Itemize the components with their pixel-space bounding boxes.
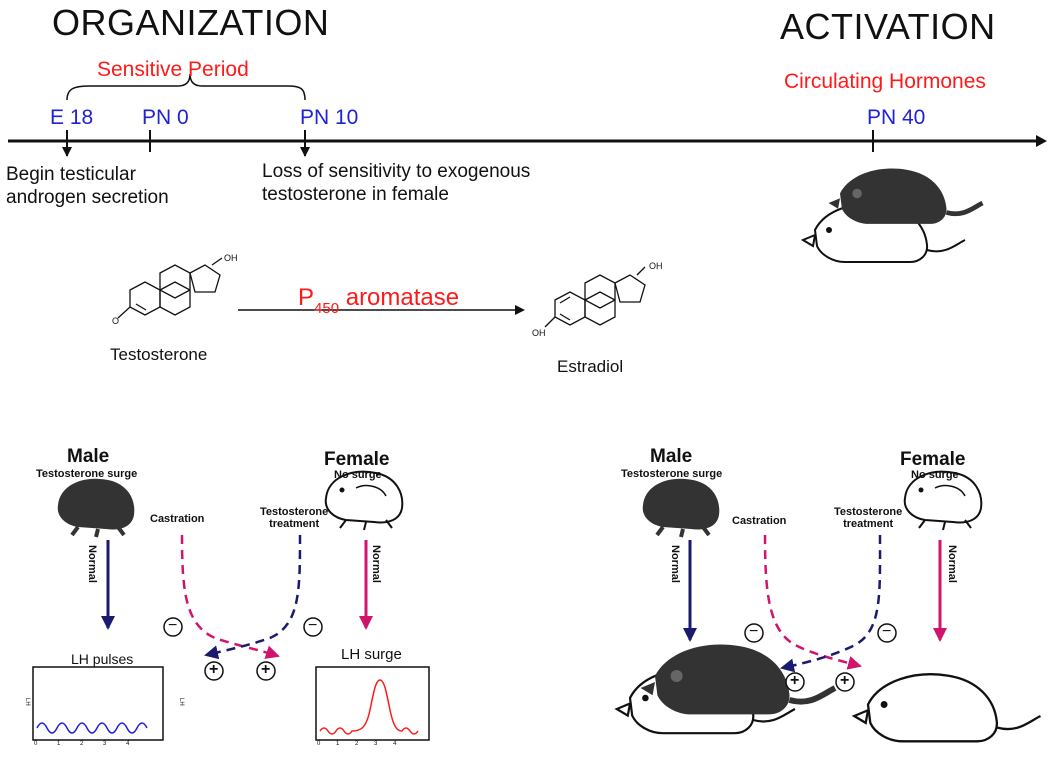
treatment-label-line2: treatment [269, 518, 320, 530]
tick-label-e18: E 18 [50, 106, 94, 129]
male-normal-label-right: Normal [669, 545, 681, 583]
male-label-right: Male [650, 446, 693, 467]
female-rat-right-icon [853, 673, 1042, 743]
testosterone-o: O [112, 316, 120, 326]
tick-0: 0 [34, 741, 38, 747]
lh-surge-graph-frame [315, 666, 430, 741]
female-label-right: Female [900, 449, 966, 470]
treatment-label-line1: Testosterone [260, 506, 329, 518]
plus-left-right: + [790, 672, 800, 689]
male-label: Male [67, 446, 110, 467]
minus-treatment: − [308, 617, 318, 634]
female-label: Female [324, 449, 390, 470]
treatment-path [204, 534, 302, 660]
plus-left: + [209, 661, 219, 678]
treatment-path-right [780, 534, 882, 673]
male-sub-label: Testosterone surge [36, 468, 138, 480]
tick-4: 4 [393, 741, 397, 747]
e18-note-line1: Begin testicular [6, 164, 136, 185]
lh-pulses-line [36, 722, 148, 734]
lh-axis-left: LH [24, 698, 30, 706]
reaction-arrowhead [515, 305, 525, 315]
sensitive-period-label: Sensitive Period [97, 58, 249, 81]
tick-1: 1 [57, 741, 61, 747]
estradiol-structure [544, 266, 646, 328]
organization-heading: ORGANIZATION [52, 2, 330, 43]
lh-pulses-graph-frame [32, 666, 164, 741]
tick-0: 0 [317, 741, 321, 747]
tick-label-pn0: PN 0 [142, 106, 189, 129]
estradiol-label: Estradiol [557, 357, 624, 376]
testosterone-structure [117, 257, 223, 319]
female-normal-label-right: Normal [946, 545, 958, 583]
enzyme-p: P [298, 284, 315, 311]
sensitive-period-brace [66, 73, 306, 101]
lh-pulses-title: LH pulses [71, 651, 134, 667]
enzyme-subscript: 450 [314, 300, 340, 317]
minus-castration: − [168, 617, 178, 634]
female-sub-label: No surge [334, 469, 382, 481]
male-rat-left-icon [641, 644, 835, 714]
estradiol-oh-top: OH [649, 261, 663, 271]
tick-1: 1 [336, 741, 340, 747]
lh-surge-line [319, 679, 419, 735]
lh-surge-xticks: 0 1 2 3 4 [317, 741, 396, 747]
tick-label-pn40: PN 40 [867, 106, 926, 129]
minus-treatment-right: − [882, 623, 892, 640]
castration-label: Castration [150, 513, 205, 525]
pn10-note-line1: Loss of sensitivity to exogenous [262, 161, 531, 182]
male-pup-icon [55, 476, 137, 539]
treatment-label-right-line2: treatment [843, 518, 894, 530]
enzyme-label: P450 aromatase [298, 284, 459, 317]
lh-pulses-xticks: 0 1 2 3 4 [34, 741, 129, 747]
tick-3: 3 [374, 741, 378, 747]
male-sub-label-right: Testosterone surge [621, 468, 723, 480]
timeline-arrowhead [1036, 135, 1047, 147]
female-normal-label: Normal [370, 545, 382, 583]
male-rat-icon [829, 169, 983, 224]
lh-surge-title: LH surge [341, 646, 402, 663]
tick-2: 2 [80, 741, 84, 747]
circle-symbols [163, 617, 897, 692]
male-pup-icon-right [640, 476, 722, 539]
activation-heading: ACTIVATION [780, 6, 996, 47]
castration-path-right [763, 534, 862, 670]
plus-right-right: + [840, 672, 850, 689]
castration-path [180, 534, 280, 659]
lh-axis-mid: LH [178, 698, 184, 706]
plus-right: + [261, 661, 271, 678]
female-sub-label-right: No surge [911, 469, 959, 481]
estradiol-oh-bottom: OH [532, 328, 546, 338]
e18-note-line2: androgen secretion [6, 187, 169, 208]
treatment-label-right-line1: Testosterone [834, 506, 903, 518]
pn10-note-line2: testosterone in female [262, 184, 449, 205]
male-normal-label: Normal [86, 545, 98, 583]
tick-2: 2 [355, 741, 359, 747]
circulating-hormones-label: Circulating Hormones [784, 70, 986, 93]
testosterone-oh: OH [224, 253, 238, 263]
tick-4: 4 [126, 741, 130, 747]
tick-label-pn10: PN 10 [300, 106, 359, 129]
testosterone-label: Testosterone [110, 345, 208, 364]
minus-castration-right: − [749, 623, 759, 640]
tick-3: 3 [103, 741, 107, 747]
enzyme-name: aromatase [339, 284, 460, 311]
castration-label-right: Castration [732, 515, 787, 527]
